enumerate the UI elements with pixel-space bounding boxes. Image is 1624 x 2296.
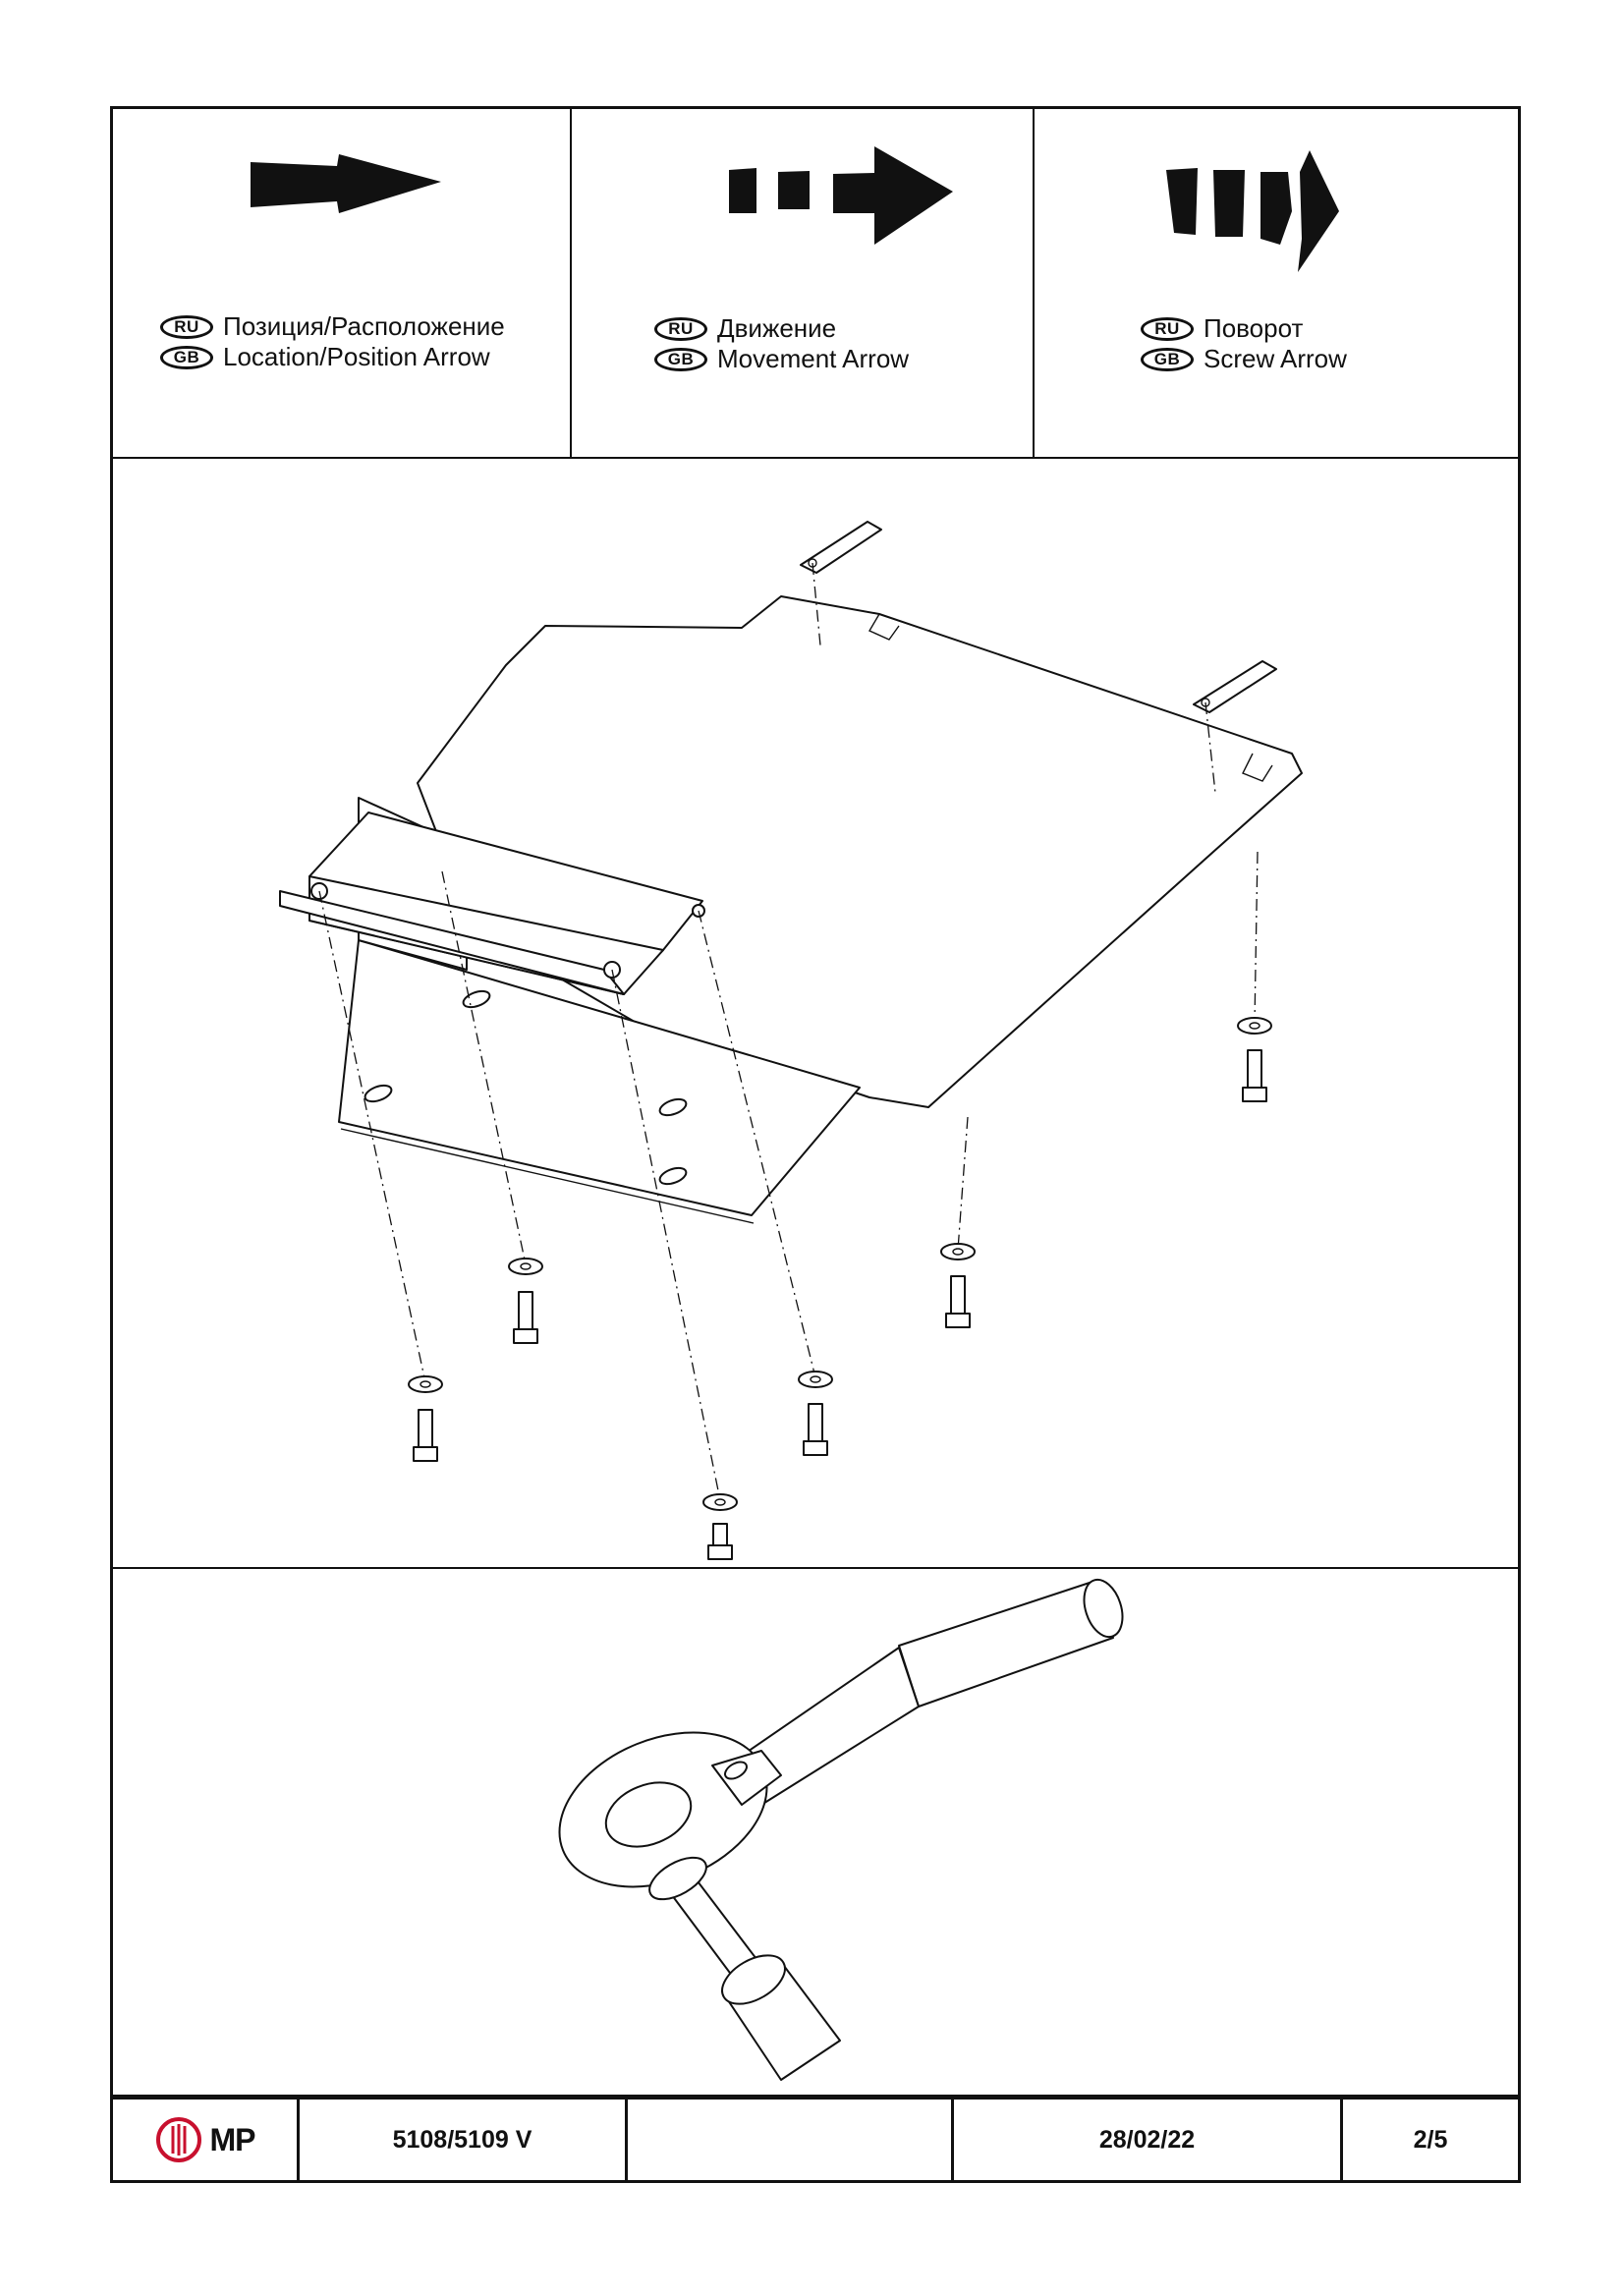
gb-label: Location/Position Arrow bbox=[223, 342, 490, 371]
title-block: MP 5108/5109 V 28/02/22 2/5 bbox=[113, 2095, 1518, 2180]
legend-screw: RU Поворот GB Screw Arrow bbox=[1033, 109, 1524, 457]
bolt-set-5 bbox=[940, 1243, 976, 1328]
instruction-sheet: RU Позиция/Расположение GB Location/Positi… bbox=[110, 106, 1521, 2183]
gb-badge: GB bbox=[1141, 347, 1194, 371]
mp-logo-icon bbox=[155, 2117, 201, 2162]
legend-movement: RU Движение GB Movement Arrow bbox=[570, 109, 1033, 457]
ratchet-wrench-icon bbox=[558, 1578, 1124, 2081]
movement-arrow-icon bbox=[729, 146, 953, 245]
gb-badge: GB bbox=[160, 345, 213, 369]
ru-badge: RU bbox=[160, 314, 213, 339]
legend-location-text: RU Позиция/Расположение GB Location/Positi… bbox=[160, 311, 505, 372]
logo-text: MP bbox=[209, 2121, 256, 2157]
page-number: 2/5 bbox=[1413, 2125, 1448, 2154]
ru-label: Позиция/Расположение bbox=[223, 311, 505, 341]
blank-cell bbox=[628, 2100, 954, 2180]
ru-badge: RU bbox=[654, 316, 707, 341]
bolt-set-2 bbox=[508, 1258, 543, 1344]
bolt-set-1 bbox=[408, 1375, 443, 1462]
part-number: 5108/5109 V bbox=[300, 2100, 628, 2180]
screw-arrow-icon bbox=[1166, 150, 1339, 272]
date: 28/02/22 bbox=[954, 2100, 1343, 2180]
skid-plate-exploded-view bbox=[279, 521, 1303, 1560]
assembly-drawing bbox=[113, 459, 1518, 1569]
location-arrow-icon bbox=[251, 154, 441, 213]
ru-label: Движение bbox=[717, 313, 837, 343]
ru-badge: RU bbox=[1141, 316, 1194, 341]
legend-location: RU Позиция/Расположение GB Location/Positi… bbox=[113, 109, 570, 457]
tool-illustration bbox=[113, 1569, 1518, 2095]
arrow-legend: RU Позиция/Расположение GB Location/Positi… bbox=[113, 109, 1518, 459]
bolt-set-6 bbox=[1237, 1017, 1272, 1102]
gb-badge: GB bbox=[654, 347, 707, 371]
legend-screw-text: RU Поворот GB Screw Arrow bbox=[1141, 313, 1347, 374]
bolt-set-4 bbox=[798, 1371, 833, 1456]
legend-movement-text: RU Движение GB Movement Arrow bbox=[654, 313, 909, 374]
gb-label: Movement Arrow bbox=[717, 344, 910, 373]
mp-logo: MP bbox=[155, 2116, 256, 2163]
gb-label: Screw Arrow bbox=[1204, 344, 1347, 373]
logo-cell: MP bbox=[113, 2100, 300, 2180]
ru-label: Поворот bbox=[1204, 313, 1304, 343]
bolt-set-3 bbox=[702, 1493, 738, 1560]
